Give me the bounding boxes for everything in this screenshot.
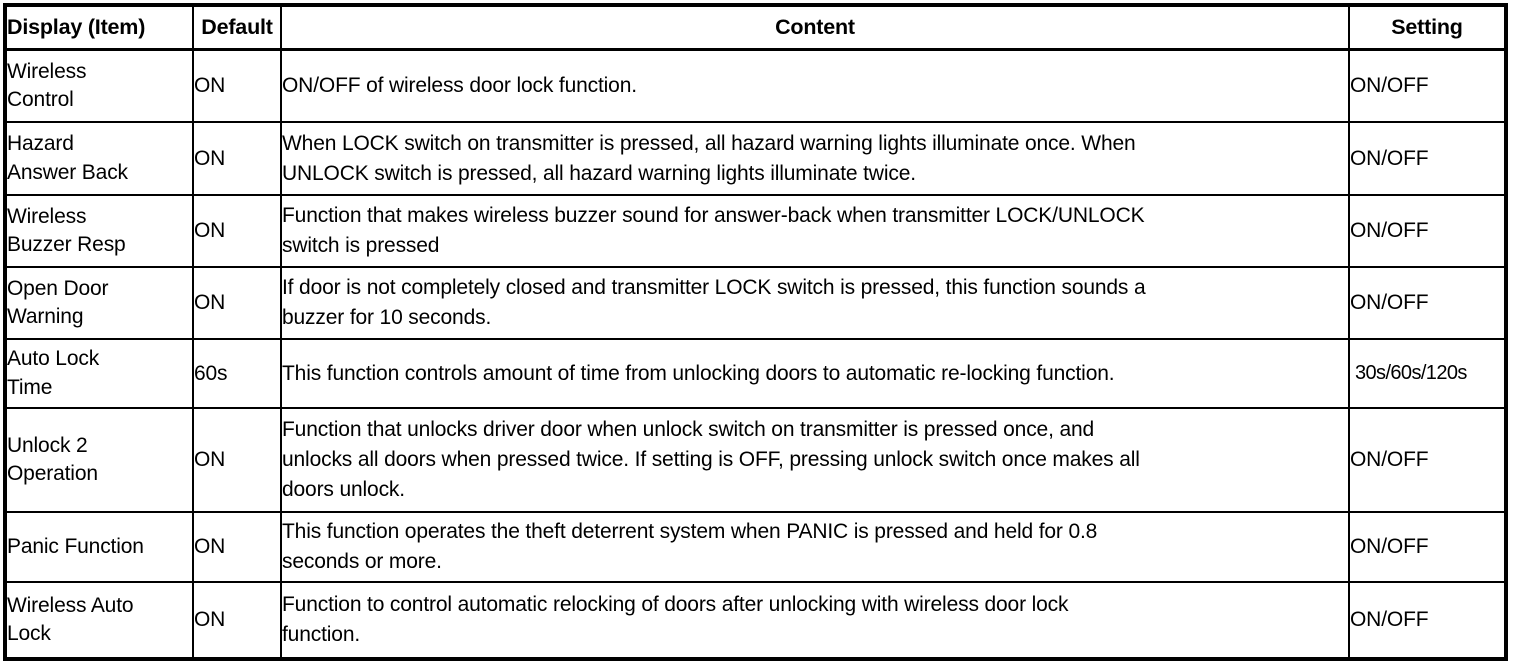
content-line: seconds or more. [282, 550, 442, 573]
column-header-setting: Setting [1348, 4, 1507, 51]
table-header: Display (Item) Default Content Setting [4, 4, 1507, 51]
cell-default-value: ON [192, 581, 282, 660]
content-line: Function that makes wireless buzzer soun… [282, 204, 1145, 228]
settings-spec-table: Display (Item) Default Content Setting W… [3, 3, 1508, 661]
display-item-line: Control [7, 87, 74, 111]
content-line: buzzer for 10 seconds. [282, 306, 492, 329]
display-item-line: Time [7, 375, 53, 399]
cell-default-value: ON [192, 121, 282, 196]
column-header-display-item: Display (Item) [4, 4, 194, 51]
cell-content-description: Function to control automatic relocking … [280, 581, 1350, 660]
header-row: Display (Item) Default Content Setting [4, 4, 1507, 51]
display-item-line: Buzzer Resp [7, 233, 126, 256]
cell-setting-options: ON/OFF [1348, 407, 1507, 513]
cell-display-item: Unlock 2 Operation [4, 407, 194, 513]
cell-content-description: This function controls amount of time fr… [280, 338, 1350, 409]
content-line: This function operates the theft deterre… [282, 520, 1098, 544]
content-line: Function that unlocks driver door when u… [282, 418, 1095, 442]
cell-setting-options: ON/OFF [1348, 48, 1507, 123]
cell-content-description: This function operates the theft deterre… [280, 511, 1350, 583]
content-line: UNLOCK switch is pressed, all hazard war… [282, 161, 916, 185]
content-line: This function controls amount of time fr… [282, 361, 1115, 385]
cell-content-description: When LOCK switch on transmitter is press… [280, 121, 1350, 196]
cell-setting-options: ON/OFF [1348, 511, 1507, 583]
display-item-line: Auto Lock [7, 347, 100, 371]
display-item-line: Operation [7, 462, 98, 485]
content-line: Function to control automatic relocking … [282, 593, 1069, 617]
cell-default-value: ON [192, 48, 282, 123]
cell-default-value: ON [192, 511, 282, 583]
cell-setting-options: ON/OFF [1348, 194, 1507, 268]
cell-content-description: ON/OFF of wireless door lock function. [280, 48, 1350, 123]
display-item-line: Warning [7, 305, 84, 328]
display-item-line: Hazard [7, 132, 74, 156]
display-item-line: Wireless [7, 204, 87, 228]
column-header-content: Content [280, 4, 1350, 51]
cell-display-item: Panic Function [4, 511, 194, 583]
display-item-line: Lock [7, 622, 51, 645]
cell-content-description: Function that unlocks driver door when u… [280, 407, 1350, 513]
cell-default-value: ON [192, 194, 282, 268]
cell-setting-options: 30s/60s/120s [1348, 338, 1507, 409]
cell-default-value: ON [192, 407, 282, 513]
display-item-line: Answer Back [7, 160, 128, 184]
content-line: When LOCK switch on transmitter is press… [282, 131, 1136, 155]
column-header-default: Default [192, 4, 282, 51]
cell-setting-options: ON/OFF [1348, 121, 1507, 196]
content-line: If door is not completely closed and tra… [282, 276, 1146, 300]
cell-setting-options: ON/OFF [1348, 266, 1507, 340]
cell-default-value: ON [192, 266, 282, 340]
content-line: switch is pressed [282, 234, 440, 257]
cell-setting-options: ON/OFF [1348, 581, 1507, 660]
display-item-line: Panic Function [7, 534, 144, 558]
display-item-line: Unlock 2 [7, 433, 88, 457]
content-line: ON/OFF of wireless door lock function. [282, 73, 637, 97]
content-line: function. [282, 623, 361, 646]
cell-content-description: If door is not completely closed and tra… [280, 266, 1350, 340]
content-line: doors unlock. [282, 477, 405, 501]
display-item-line: Wireless Auto [7, 593, 134, 617]
display-item-line: Wireless [7, 59, 87, 83]
cell-content-description: Function that makes wireless buzzer soun… [280, 194, 1350, 268]
content-line: unlocks all doors when pressed twice. If… [282, 448, 1140, 472]
cell-default-value: 60s [192, 338, 282, 409]
display-item-line: Open Door [7, 276, 109, 300]
